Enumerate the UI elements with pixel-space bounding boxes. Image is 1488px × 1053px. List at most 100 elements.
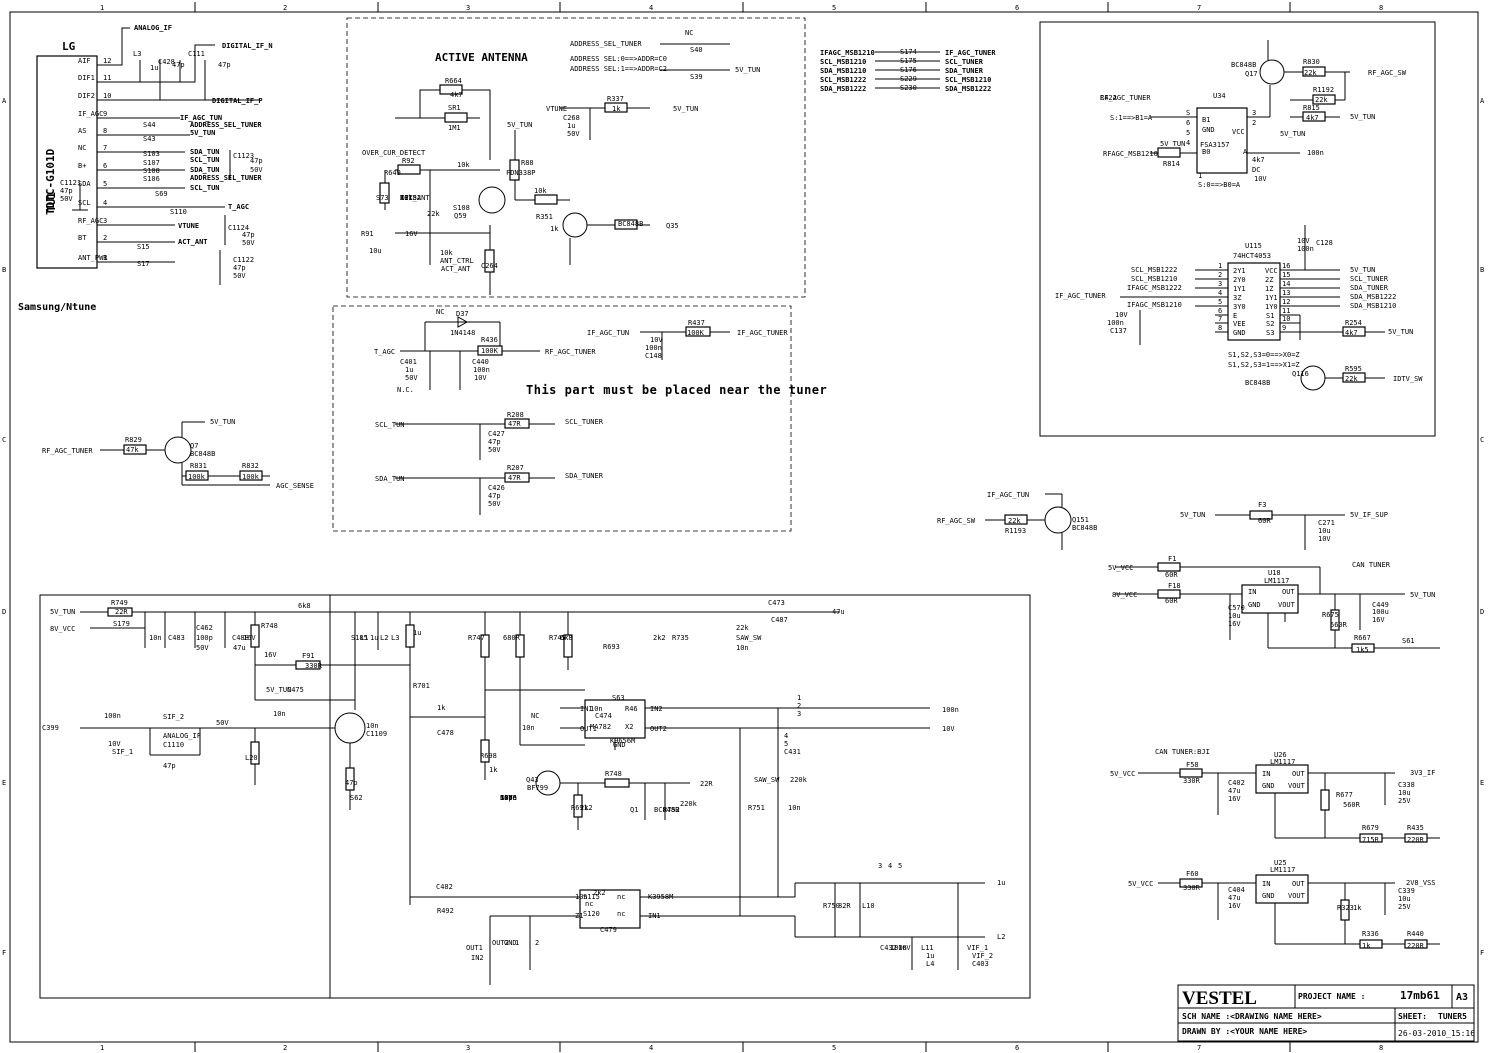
tuner-part-label: 47p [218, 61, 231, 69]
saw-label: R750 [823, 902, 840, 910]
tuner-part-label: S103 [143, 150, 160, 158]
u18-label: OUT [1282, 588, 1295, 596]
u115-label: 1Z [1265, 285, 1273, 293]
u115-label: 1Y0 [1265, 303, 1278, 311]
address-label: ADDRESS_SEL_TUNER [570, 40, 642, 48]
u26-label: OUT [1292, 770, 1305, 778]
u115-label: 1 [1218, 262, 1222, 270]
saw-label: OUT2 [650, 725, 667, 733]
u115-chip [1227, 262, 1281, 341]
saw-label: IN1 [580, 705, 593, 713]
u18-label: F1 [1168, 555, 1176, 563]
u115-label: IFAGC_MSB1222 [1127, 284, 1182, 292]
antenna-label: 1M1 [448, 124, 461, 132]
u25-label: VOUT [1288, 892, 1306, 900]
saw-label: R747 [468, 634, 485, 642]
q7-label: BC848B [190, 450, 215, 458]
u18-label: 8V_VCC [1112, 591, 1137, 599]
antenna-label: SR1 [448, 104, 461, 112]
u18-label: R675 [1322, 611, 1339, 619]
tuner-part-label: S44 [143, 121, 156, 129]
u115-label: SDA_MSB1222 [1350, 293, 1396, 301]
saw-label: OUT1 [466, 944, 483, 952]
tuner-part-label: S43 [143, 135, 156, 143]
drawn-by: DRAWN BY :<YOUR NAME HERE> [1182, 1027, 1307, 1036]
saw-label: 22R [700, 780, 713, 788]
u18-label: 60R [1165, 597, 1178, 605]
q17-label: Q17 [1245, 70, 1258, 78]
tuner-net-labels: ANALOG_IFDIGITAL_IF_NDIGITAL_IF_PIF_AGC_… [60, 24, 273, 280]
near-tuner-label: N.C. [397, 386, 414, 394]
near-tuner-label: SDA_TUN [375, 475, 405, 483]
antenna-label: S73 [376, 194, 389, 202]
saw-label: 10n [366, 722, 379, 730]
u115-label: S1,S2,S3=0==>X0=Z [1228, 351, 1300, 359]
tuner-part-label: C1121 [60, 179, 81, 187]
saw-label: 50V [216, 719, 229, 727]
u115-label: 5V_TUN [1388, 328, 1413, 336]
saw-label: SAW_SW [736, 634, 762, 642]
sheet-name: TUNER5 [1438, 1012, 1467, 1021]
saw-label: 1 [515, 939, 519, 947]
vtune-label: R337 [607, 95, 624, 103]
tuner-part-label: 47p [60, 187, 73, 195]
saw-label: 2 [535, 939, 539, 947]
u34-label: 6 [1186, 119, 1190, 127]
saw-label: S179 [113, 620, 130, 628]
u18-label: C449 [1372, 601, 1389, 609]
u34-label: 4k7 [1252, 156, 1265, 164]
tuner-pin-number: 10 [103, 92, 111, 100]
row-marker-left: B [2, 266, 6, 274]
tuner-net-label: IF_AGC_TUN [180, 114, 222, 122]
tuner-pin-name: NC [78, 144, 86, 152]
project-name-label: PROJECT NAME : [1298, 992, 1365, 1001]
saw-label: 47u [233, 644, 246, 652]
tuner-pin-number: 5 [103, 180, 107, 188]
u34-label: RFAGC_MSB1210 [1103, 150, 1158, 158]
saw-label: 10n [788, 804, 801, 812]
u18-label: F18 [1168, 582, 1181, 590]
address-label: 5V_TUN [735, 66, 760, 74]
tuner-net-label: ADDRESS_SEL_TUNER [190, 174, 262, 182]
q7-label: 100k [242, 473, 260, 481]
saw-label: L11 [921, 944, 934, 952]
antenna-label: ACT_ANT [400, 194, 430, 202]
u115-label: IF_AGC_TUNER [1055, 292, 1106, 300]
vtune-label: 50V [567, 130, 580, 138]
saw-label: Q1 [630, 806, 638, 814]
saw-label: S120 [583, 910, 600, 918]
saw-label: K9656M [610, 737, 635, 745]
net-list-target: SCL_TUNER [945, 58, 984, 66]
u115-label: 3 [1218, 280, 1222, 288]
saw-label: 4 [784, 732, 788, 740]
tuner-pin-number: 1 [103, 254, 107, 262]
u115-label: 2Y0 [1233, 276, 1246, 284]
u26-label: 47u [1228, 787, 1241, 795]
row-marker-left: E [2, 779, 6, 787]
column-marker-bottom: 7 [1197, 1044, 1201, 1052]
tuner-pin-number: 12 [103, 57, 111, 65]
project-name: 17mb61 [1400, 989, 1440, 1002]
saw-label: 22k [736, 624, 749, 632]
sheet-frame [9, 11, 1479, 1043]
saw-label: OUT1 [580, 725, 597, 733]
saw-label: SAW_SW [754, 776, 780, 784]
saw-label: 1u [926, 952, 934, 960]
u18-label: C570 [1228, 604, 1245, 612]
f3-label: C271 [1318, 519, 1335, 527]
u25-label: LM1117 [1270, 866, 1295, 874]
u34-label: RF_AGC_TUNER [1100, 94, 1151, 102]
antenna-label: BC848B [618, 220, 643, 228]
u115-label: 6 [1218, 307, 1222, 315]
net-list-target: SDA_TUNER [945, 67, 984, 75]
address-label: S40 [690, 46, 703, 54]
u18-label: CAN TUNER [1352, 561, 1391, 569]
saw-label: 47p [345, 779, 358, 787]
tuner-module-box [36, 55, 98, 269]
column-marker-top: 1 [100, 4, 104, 12]
antenna-label: R118 [400, 194, 417, 202]
u18-label: 60R [1165, 571, 1178, 579]
f3-label: 10u [1318, 527, 1331, 535]
antenna-label: 10k [534, 187, 547, 195]
